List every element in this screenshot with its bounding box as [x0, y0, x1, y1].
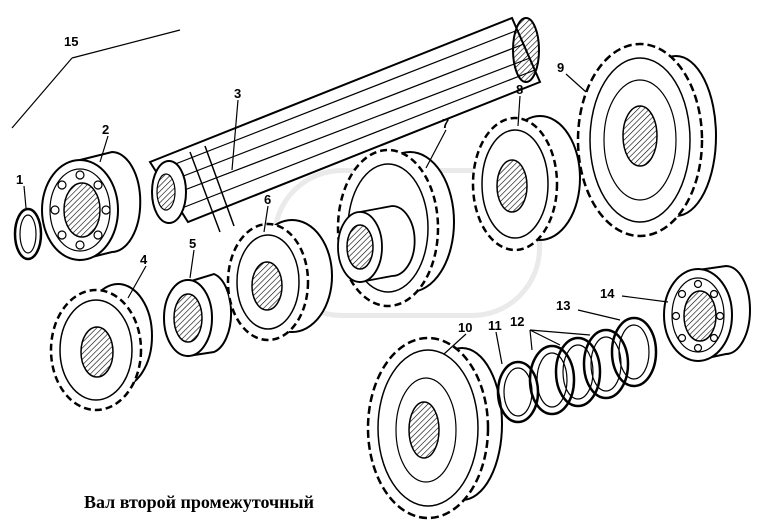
callout-7: 7 — [442, 116, 449, 131]
callout-2: 2 — [102, 122, 109, 137]
part-1-snap-ring — [13, 207, 43, 261]
callout-4: 4 — [140, 252, 148, 267]
part-6-gear — [226, 219, 333, 342]
part-7-gear — [336, 148, 455, 308]
callout-6: 6 — [264, 192, 271, 207]
part-14-bearing — [663, 264, 751, 362]
part-3-shaft — [148, 16, 542, 233]
callout-12: 12 — [510, 314, 524, 329]
callout-1: 1 — [16, 172, 23, 187]
callout-11: 11 — [488, 318, 502, 333]
callout-5: 5 — [189, 236, 196, 251]
leader-lines — [23, 73, 669, 365]
diagram-caption: Вал второй промежуточный — [84, 492, 314, 512]
part-15-leader — [11, 29, 181, 129]
part-10-gear — [366, 336, 503, 520]
callout-13: 13 — [556, 298, 570, 313]
part-8-gear — [471, 115, 581, 252]
part-4-gear — [49, 283, 153, 412]
callout-3: 3 — [234, 86, 241, 101]
callout-15: 15 — [64, 34, 78, 49]
part-5-sleeve — [163, 272, 233, 358]
callout-10: 10 — [458, 320, 472, 335]
part-12-rings — [528, 328, 630, 416]
callout-9: 9 — [557, 60, 564, 75]
part-2-bearing — [41, 150, 142, 262]
callout-8: 8 — [516, 82, 523, 97]
part-13-ring — [610, 316, 658, 388]
part-9-gear — [576, 42, 717, 238]
callout-14: 14 — [600, 286, 615, 301]
